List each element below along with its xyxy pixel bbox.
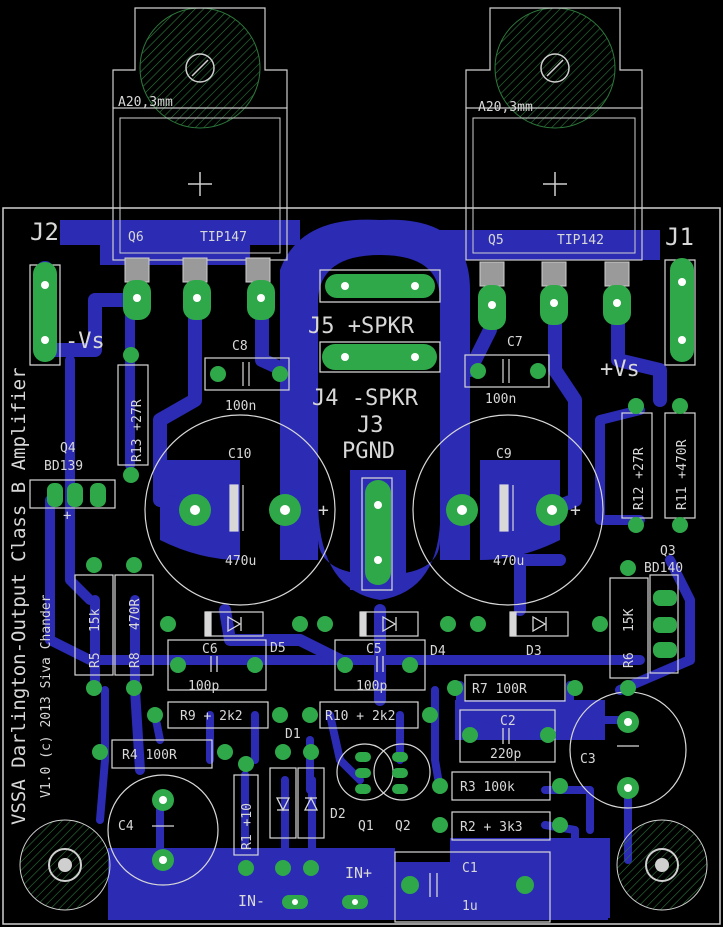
label-pgnd: PGND (342, 439, 395, 464)
label-in-minus: IN- (238, 892, 265, 910)
label-d4: D4 (430, 644, 446, 659)
label-c9-val: 470u (493, 554, 524, 569)
heatsink-right-label: A20,3mm (478, 100, 533, 115)
label-c8: C8 (232, 339, 248, 354)
label-plus-vs: +Vs (600, 357, 640, 382)
label-c7: C7 (507, 335, 523, 350)
label-r5-val: 15k (88, 608, 103, 632)
label-r5: R5 (88, 652, 103, 668)
label-r11: R11 +470R (675, 439, 690, 510)
label-j4: J4 -SPKR (312, 386, 419, 411)
label-d2: D2 (330, 807, 346, 822)
label-d3: D3 (526, 644, 542, 659)
heatsink-left (112, 7, 288, 261)
label-c5: C5 (366, 642, 382, 657)
label-r12: R12 +27R (632, 447, 647, 510)
label-q4: Q4 (60, 441, 76, 456)
label-j5: J5 +SPKR (308, 314, 415, 339)
polarity-plus-q4: + (63, 508, 71, 524)
label-r2: R2 + 3k3 (460, 820, 523, 835)
label-c1-val: 1u (462, 899, 478, 914)
label-c4: C4 (118, 819, 134, 834)
label-r3: R3 100k (460, 780, 515, 795)
label-tip142: TIP142 (557, 233, 604, 248)
label-d1: D1 (285, 727, 301, 742)
label-r4: R4 100R (122, 748, 177, 763)
polarity-plus-c9: + (570, 500, 581, 521)
label-bd139: BD139 (44, 459, 83, 474)
polarity-plus-c10: + (318, 500, 329, 521)
label-r7: R7 100R (472, 682, 527, 697)
board-copyright: V1.0 (c) 2013 Siva Chander (39, 594, 54, 798)
label-r6-val: 15K (622, 608, 637, 632)
label-in-plus: IN+ (345, 864, 372, 882)
label-q3: Q3 (660, 544, 676, 559)
label-c2-val: 220p (490, 747, 521, 762)
label-j2: J2 (30, 218, 59, 246)
board-title: VSSA Darlington-Output Class B Amplifier (8, 367, 30, 825)
mounting-holes (19, 819, 708, 911)
label-bd140: BD140 (644, 561, 683, 576)
label-c10-val: 470u (225, 554, 256, 569)
pads (33, 258, 694, 909)
label-q5: Q5 (488, 233, 504, 248)
label-c6: C6 (202, 642, 218, 657)
label-q6: Q6 (128, 230, 144, 245)
label-c1: C1 (462, 861, 478, 876)
label-j3: J3 (357, 413, 384, 438)
label-c3: C3 (580, 752, 596, 767)
label-c2: C2 (500, 714, 516, 729)
label-r10: R10 + 2k2 (325, 709, 395, 724)
label-r6: R6 (622, 652, 637, 668)
label-c6-val: 100p (188, 679, 219, 694)
label-d5: D5 (270, 641, 286, 656)
label-c9: C9 (496, 447, 512, 462)
board-outline (2, 207, 721, 925)
label-q1: Q1 (358, 819, 374, 834)
transistor-tabs (124, 257, 630, 287)
label-tip147: TIP147 (200, 230, 247, 245)
heatsink-left-label: A20,3mm (118, 95, 173, 110)
silk-symbols (152, 615, 639, 897)
label-r13: R13 +27R (130, 399, 145, 462)
label-q2: Q2 (395, 819, 411, 834)
pad-holes (41, 278, 686, 905)
label-c8-val: 100n (225, 399, 256, 414)
label-r9: R9 + 2k2 (180, 709, 243, 724)
label-r1: R1 +10 (240, 803, 255, 850)
label-c5-val: 100p (356, 679, 387, 694)
label-j1: J1 (665, 223, 694, 251)
label-c10: C10 (228, 447, 251, 462)
label-minus-vs: -Vs (65, 329, 105, 354)
label-r8-val: 470R (128, 599, 143, 630)
label-c7-val: 100n (485, 392, 516, 407)
heatsink-right (465, 7, 643, 261)
label-r8: R8 (128, 652, 143, 668)
